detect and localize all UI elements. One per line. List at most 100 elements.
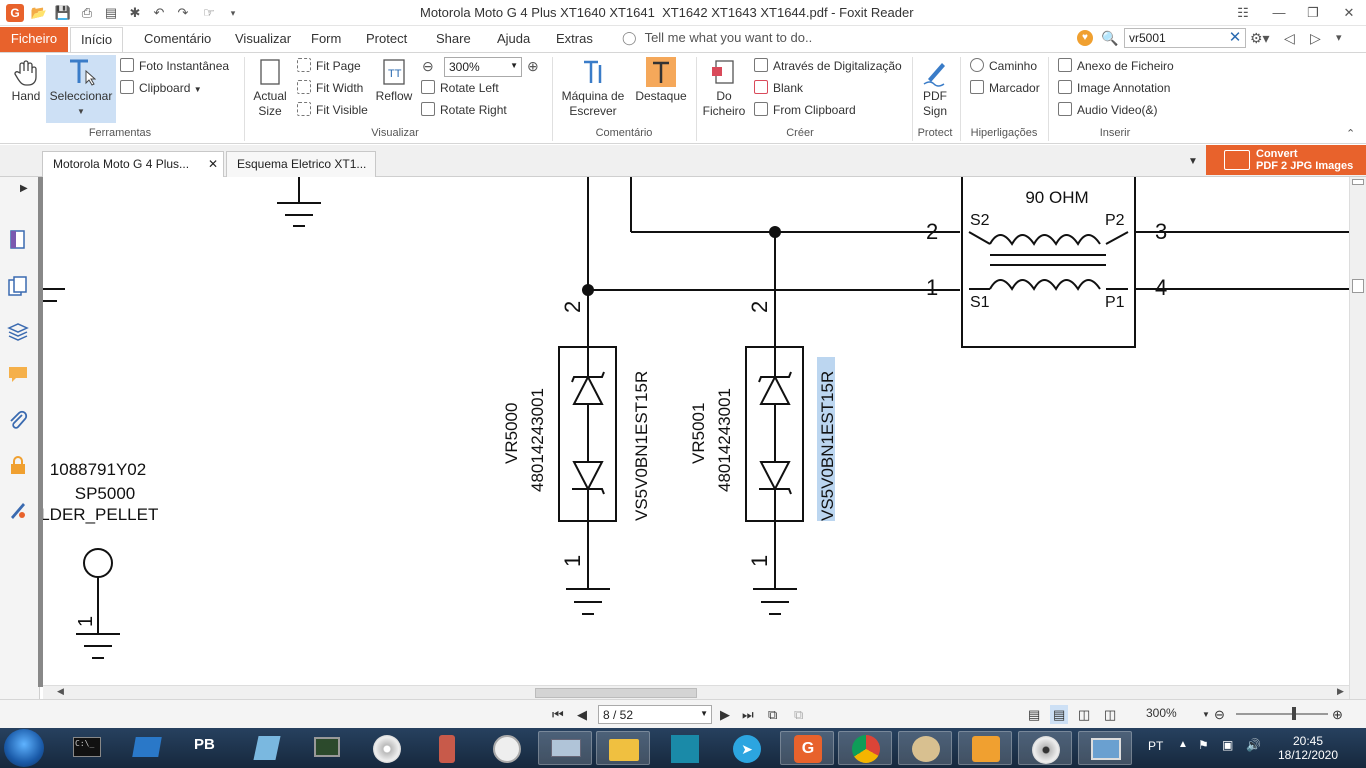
taskbar-disc2[interactable]	[1018, 731, 1072, 765]
close-tab-icon[interactable]: ✕	[207, 157, 218, 171]
hand-tool-quick-icon[interactable]: ☞	[203, 5, 215, 20]
snapshot-button[interactable]: Foto Instantânea	[120, 57, 229, 75]
tray-expand-icon[interactable]: ▲	[1178, 739, 1188, 750]
taskbar-explorer[interactable]	[596, 731, 650, 765]
taskbar-phone[interactable]	[420, 731, 474, 765]
ribbon-display-options-icon[interactable]: ☷	[1237, 5, 1249, 20]
attachments-icon[interactable]	[7, 409, 29, 431]
highlight-button[interactable]: Destaque	[632, 57, 690, 104]
clipboard-button[interactable]: Clipboard ▼	[120, 79, 202, 97]
hand-button[interactable]: Hand	[8, 57, 44, 104]
file-attachment-button[interactable]: Anexo de Ficheiro	[1058, 57, 1174, 75]
last-page-icon[interactable]: ⏭	[742, 707, 754, 722]
search-prev-icon[interactable]: ◁	[1284, 30, 1295, 46]
zoom-in-icon[interactable]: ⊕	[527, 58, 539, 74]
pages-icon[interactable]	[7, 229, 29, 251]
prev-page-icon[interactable]: ◀	[577, 707, 587, 722]
fit-visible-button[interactable]: Fit Visible	[297, 101, 368, 119]
doc-tab-motorola[interactable]: Motorola Moto G 4 Plus... ✕	[42, 151, 224, 177]
document-view[interactable]: 90 OHM S2 P2 S1 P1 2 1 3 4 2 1 2 1 VR500…	[43, 177, 1349, 685]
page-number-input[interactable]: 8 / 52▼	[598, 705, 712, 724]
tray-clock[interactable]: 20:45 18/12/2020	[1276, 734, 1340, 762]
zoom-out-icon[interactable]: ⊖	[422, 58, 434, 74]
taskbar-disc[interactable]	[360, 731, 414, 765]
vertical-scroll-thumb[interactable]	[1352, 279, 1364, 293]
taskbar-paint[interactable]	[898, 731, 952, 765]
next-page-icon[interactable]: ▶	[720, 707, 730, 722]
tab-inicio[interactable]: Início	[70, 27, 124, 52]
tab-comentario[interactable]: Comentário	[144, 31, 212, 46]
tab-visualizar[interactable]: Visualizar	[235, 31, 292, 46]
from-clipboard-button[interactable]: From Clipboard	[754, 101, 856, 119]
select-dropdown-icon[interactable]: ▼	[77, 107, 85, 116]
tab-list-dropdown-icon[interactable]: ▼	[1188, 156, 1198, 167]
start-button[interactable]	[4, 729, 44, 767]
image-annotation-button[interactable]: Image Annotation	[1058, 79, 1170, 97]
path-button[interactable]: Caminho	[970, 57, 1037, 75]
search-options-icon[interactable]: ▾	[1336, 32, 1342, 44]
search-settings-icon[interactable]: ⚙▾	[1250, 30, 1270, 46]
zoom-in-status-icon[interactable]: ⊕	[1332, 707, 1343, 722]
single-page-view-icon[interactable]: ▤	[1028, 707, 1041, 722]
foxit-logo-icon[interactable]: G	[6, 4, 24, 22]
continuous-view-icon[interactable]: ▤	[1050, 705, 1069, 724]
tab-form[interactable]: Form	[311, 31, 342, 46]
audio-video-button[interactable]: Audio Video(&)	[1058, 101, 1158, 119]
facing-view-icon[interactable]: ◫	[1078, 707, 1091, 722]
tab-protect[interactable]: Protect	[366, 31, 408, 46]
select-button[interactable]: Seleccionar ▼	[48, 57, 114, 119]
bookmark-button[interactable]: Marcador	[970, 79, 1040, 97]
rotate-left-button[interactable]: Rotate Left	[421, 79, 499, 97]
from-file-button[interactable]: Do Ficheiro	[700, 57, 748, 119]
save-icon[interactable]: 💾	[54, 5, 72, 20]
network-icon[interactable]: ▣	[1222, 738, 1234, 752]
taskbar-monitor[interactable]	[300, 731, 354, 765]
taskbar-pb[interactable]: PB	[180, 731, 234, 765]
convert-pdf-banner[interactable]: Convert PDF 2 JPG Images	[1206, 145, 1366, 175]
taskbar-grid-app[interactable]	[658, 731, 712, 765]
taskbar-keyboard[interactable]	[538, 731, 592, 765]
taskbar-app2[interactable]	[120, 731, 174, 765]
reflow-button[interactable]: TT Reflow	[372, 57, 416, 104]
taskbar-image-viewer[interactable]	[1078, 731, 1132, 765]
rotate-right-button[interactable]: Rotate Right	[421, 101, 507, 119]
open-folder-icon[interactable]: 📂	[30, 5, 48, 20]
taskbar-telegram[interactable]: ➤	[720, 731, 774, 765]
signature-icon[interactable]	[7, 499, 29, 521]
vertical-scrollbar[interactable]	[1349, 177, 1366, 699]
search-next-icon[interactable]: ▷	[1310, 30, 1321, 46]
close-button[interactable]: ✕	[1343, 5, 1355, 20]
zoom-out-status-icon[interactable]: ⊖	[1214, 707, 1225, 722]
properties-icon[interactable]: ▤	[104, 5, 118, 20]
flag-icon[interactable]: ⚑	[1198, 738, 1209, 752]
taskbar-notebook[interactable]	[240, 731, 294, 765]
taskbar-foxit[interactable]: G	[780, 731, 834, 765]
language-indicator[interactable]: PT	[1148, 739, 1164, 753]
taskbar-clock[interactable]	[480, 731, 534, 765]
fit-width-button[interactable]: Fit Width	[297, 79, 363, 97]
zoom-slider-handle[interactable]	[1292, 707, 1296, 720]
tab-ajuda[interactable]: Ajuda	[497, 31, 531, 46]
zoom-dropdown-icon[interactable]: ▼	[1202, 710, 1210, 719]
scroll-left-arrow[interactable]: ◀	[57, 686, 64, 696]
layers-icon[interactable]	[7, 320, 29, 342]
maximize-button[interactable]: ❐	[1307, 5, 1319, 20]
zoom-select[interactable]: 300%▼	[444, 57, 522, 77]
collapse-ribbon-icon[interactable]: ⌃	[1346, 128, 1356, 140]
redo-icon[interactable]: ↷	[177, 5, 189, 20]
horizontal-scrollbar[interactable]: ◀ ▶	[43, 685, 1349, 699]
tab-extras[interactable]: Extras	[556, 31, 593, 46]
tab-share[interactable]: Share	[436, 31, 471, 46]
pdf-sign-button[interactable]: PDF Sign	[916, 57, 954, 119]
comments-icon[interactable]	[7, 364, 29, 386]
print-icon[interactable]: ⎙	[81, 5, 93, 20]
blank-button[interactable]: Blank	[754, 79, 803, 97]
fit-page-button[interactable]: Fit Page	[297, 57, 361, 75]
heart-icon[interactable]: ♥	[1077, 30, 1093, 46]
scan-button[interactable]: Através de Digitalização	[754, 57, 902, 75]
zoom-level[interactable]: 300%	[1146, 706, 1177, 720]
scroll-up-arrow[interactable]	[1352, 179, 1364, 185]
volume-icon[interactable]: 🔊	[1246, 738, 1261, 752]
zoom-slider[interactable]	[1236, 713, 1328, 715]
next-view-icon[interactable]: ⧉	[794, 707, 804, 722]
